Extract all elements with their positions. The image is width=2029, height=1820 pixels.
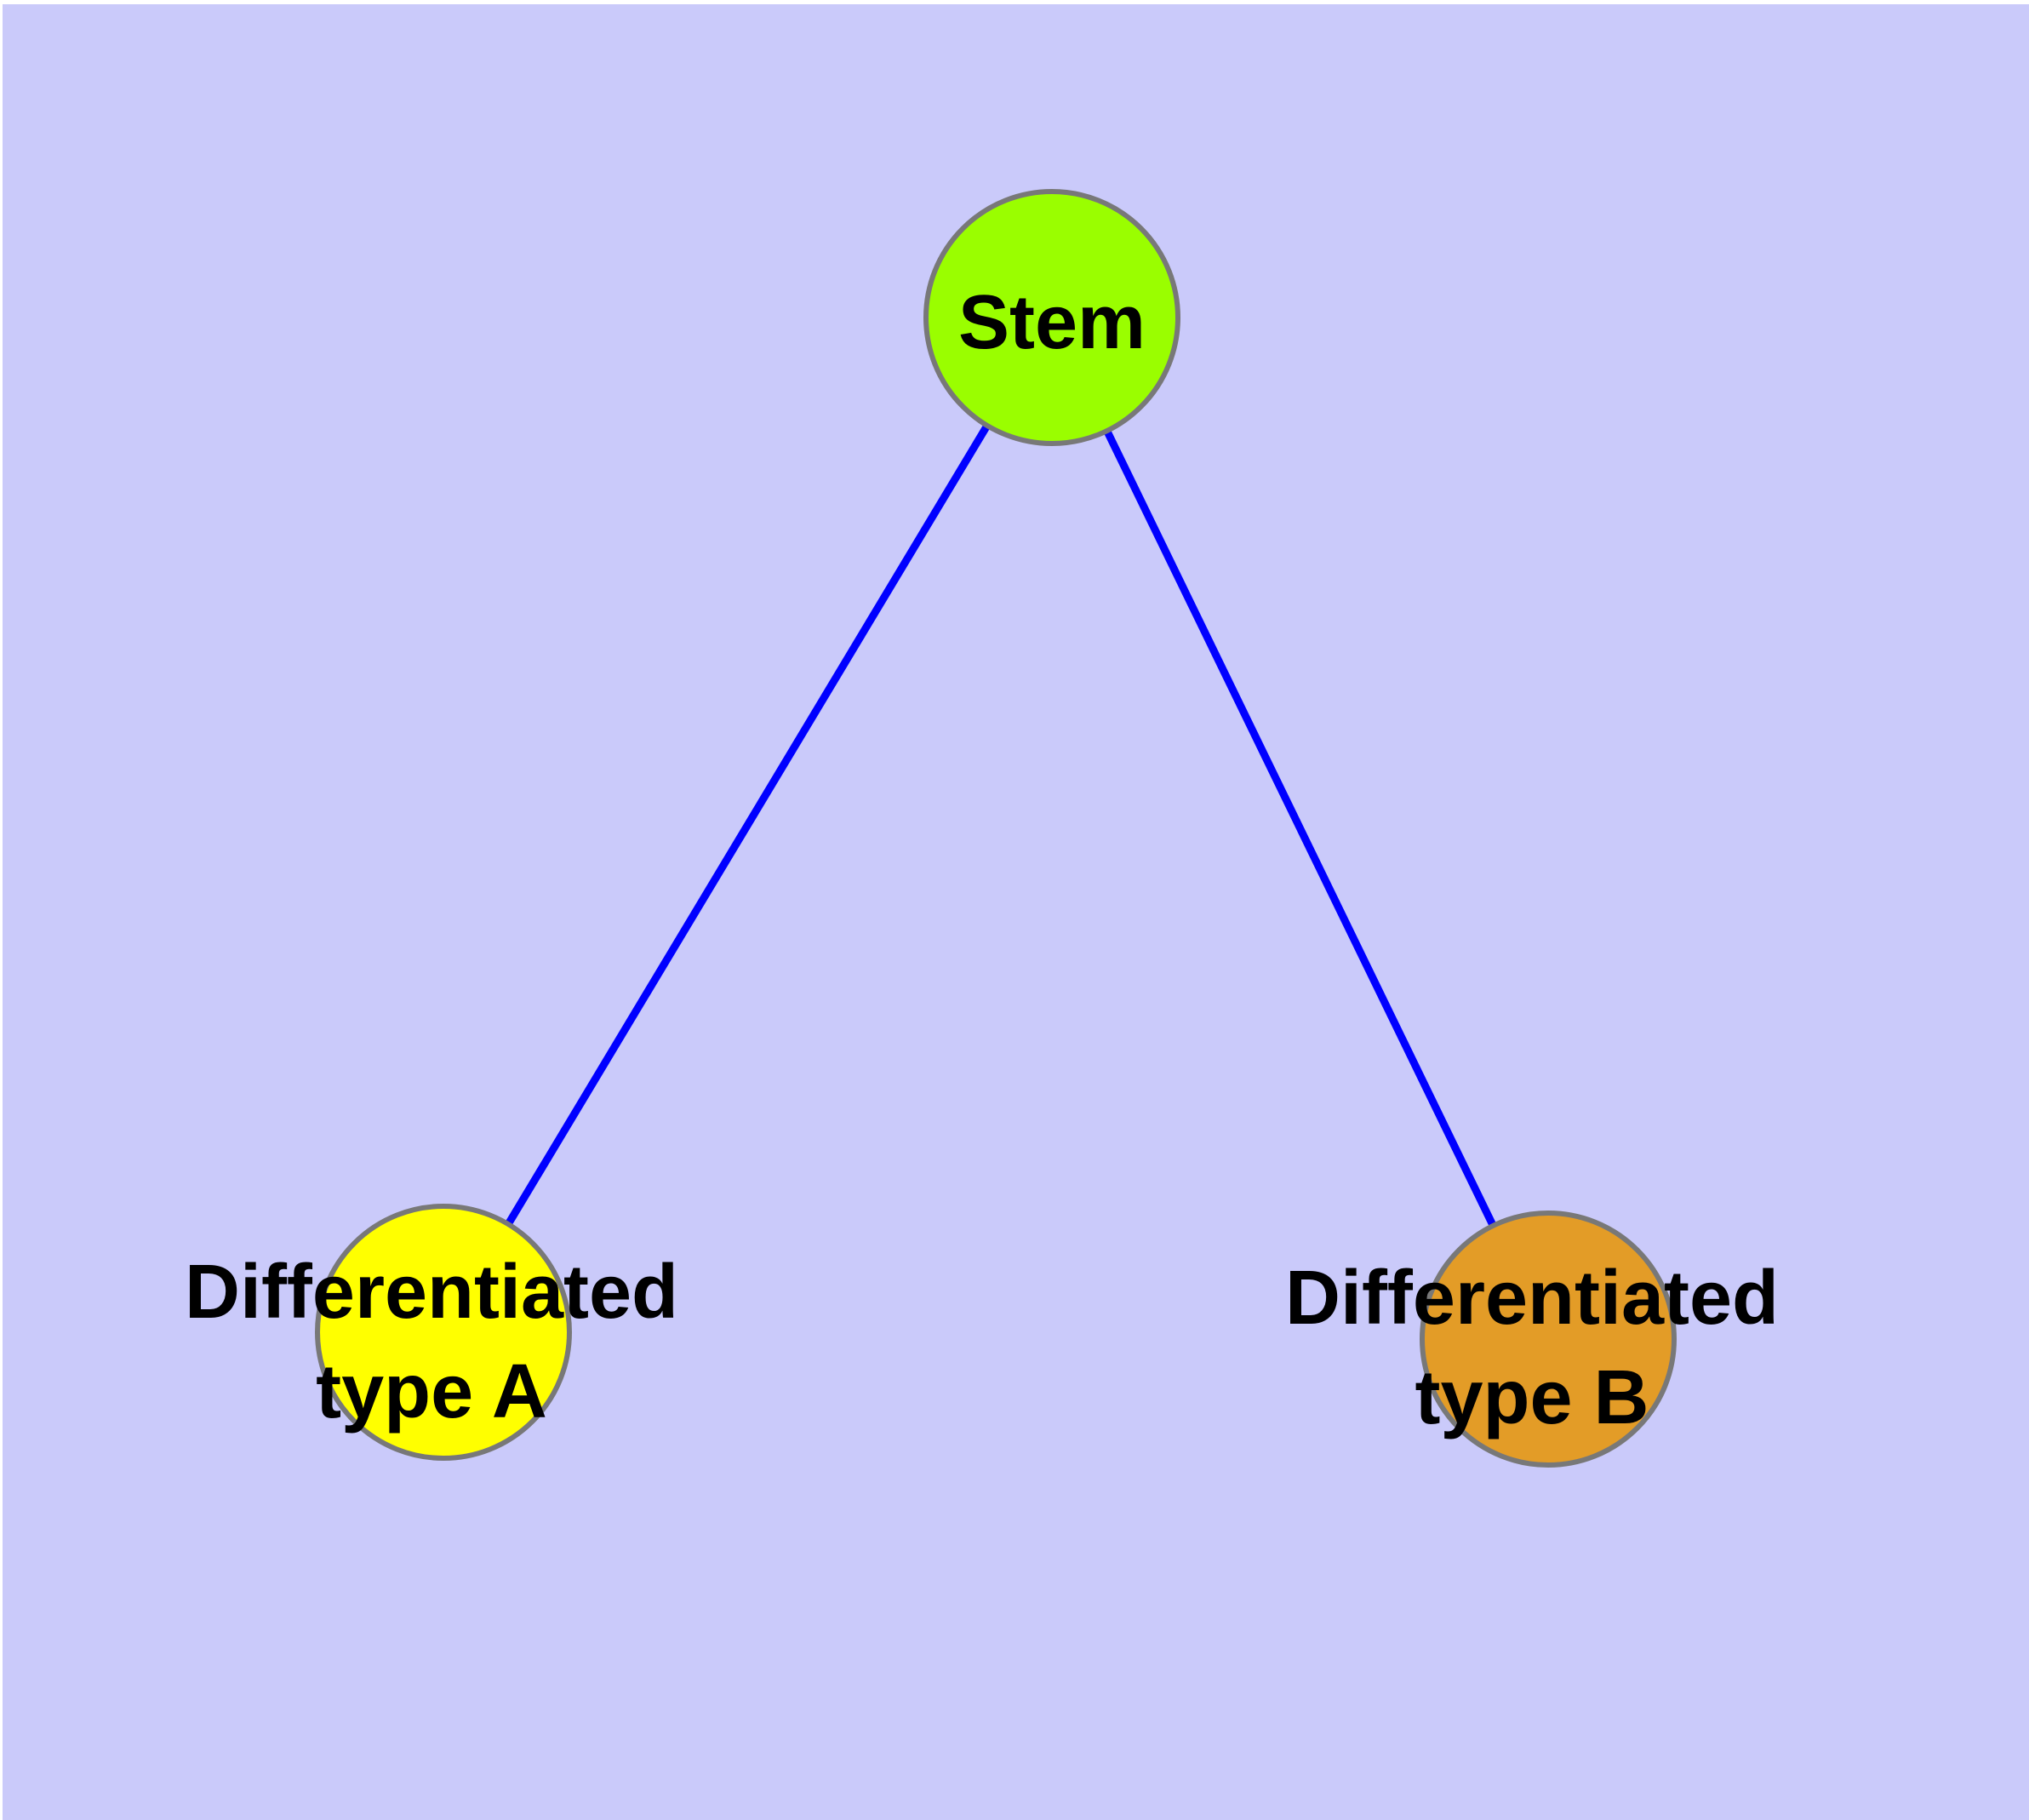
edge-stem-to-type-b (1048, 316, 1552, 1341)
node-type-a-label-line1: Differentiated (185, 1250, 678, 1335)
node-differentiated-type-a (315, 1204, 572, 1461)
node-stem-label: Stem (958, 280, 1146, 365)
node-differentiated-type-b (1420, 1210, 1677, 1468)
node-type-b-label-line1: Differentiated (1285, 1256, 1779, 1341)
node-stem (923, 189, 1180, 446)
node-type-a-label-line2: type A (316, 1349, 547, 1434)
node-type-b-label-line2: type B (1415, 1355, 1649, 1440)
edge-stem-to-type-a (440, 315, 1055, 1335)
